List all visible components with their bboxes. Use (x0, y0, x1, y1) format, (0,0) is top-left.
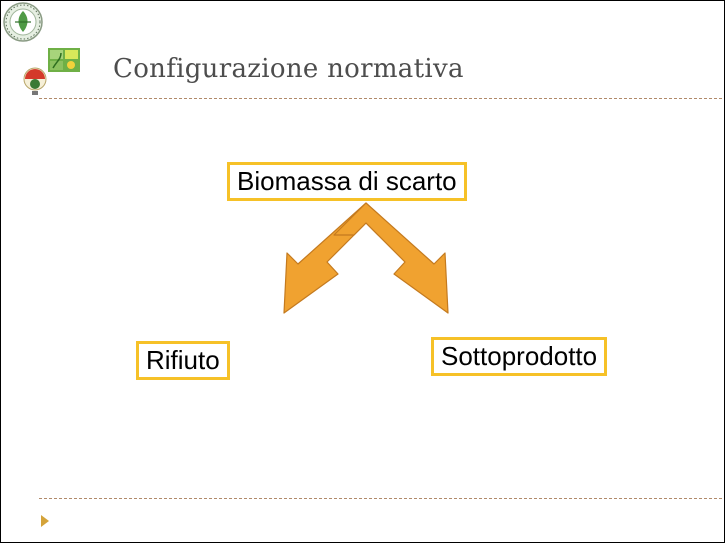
bullet-arrow-icon (41, 515, 49, 527)
consortium-seal-logo-icon (3, 2, 43, 42)
split-arrows (283, 202, 449, 314)
title-divider (39, 98, 722, 99)
slide-title: Configurazione normativa (113, 54, 464, 84)
green-leaf-logo-icon (48, 48, 80, 72)
logos (3, 2, 80, 95)
source-box: Biomassa di scarto (227, 162, 467, 201)
outcome-box-sottoprodotto: Sottoprodotto (431, 337, 608, 376)
footer-divider (39, 498, 722, 499)
split-arrow-right-icon (333, 202, 449, 314)
regional-emblem-logo-icon (23, 67, 47, 95)
outcome-box-rifiuto: Rifiuto (136, 341, 230, 380)
